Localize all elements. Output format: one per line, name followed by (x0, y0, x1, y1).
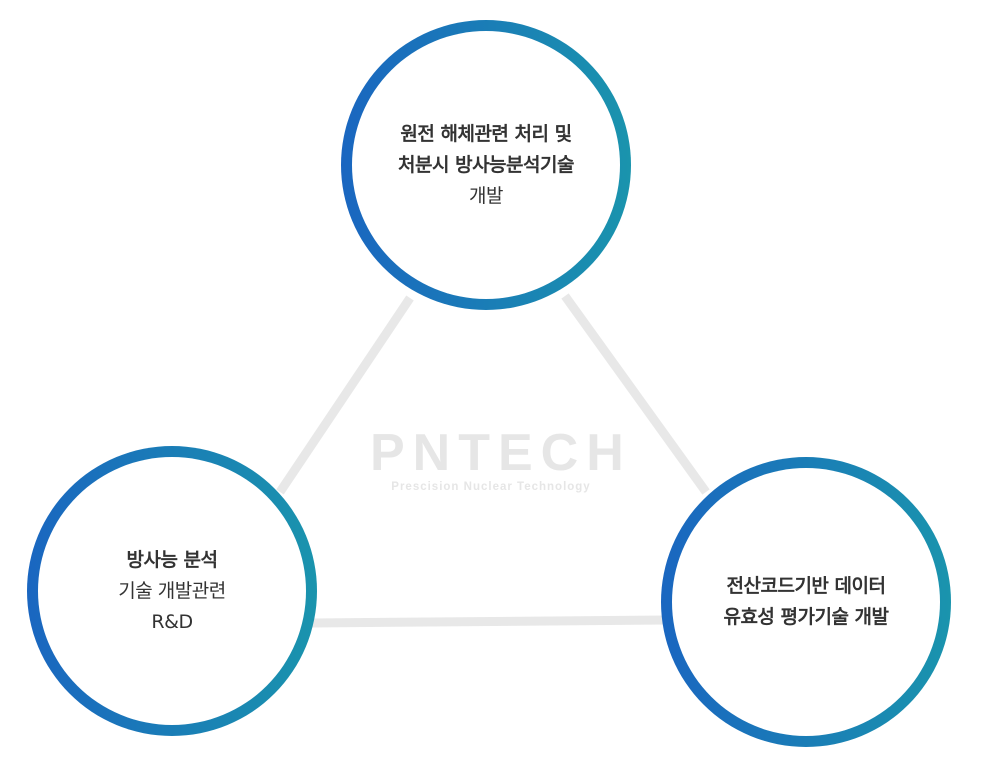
connector-top-left (276, 295, 414, 495)
connector-left-right (311, 615, 669, 628)
node-code-data-validation: 전산코드기반 데이터 유효성 평가기술 개발 (661, 457, 951, 747)
node-text-line: 기술 개발관련 (118, 579, 226, 602)
node-text-line: 개발 (469, 184, 503, 207)
node-text-line: 방사능 분석 (126, 548, 218, 571)
node-text-line: 유효성 평가기술 개발 (723, 606, 889, 628)
node-decommissioning: 원전 해체관련 처리 및 처분시 방사능분석기술 개발 (341, 20, 631, 310)
connector-top-right (561, 293, 710, 495)
node-text-line: 전산코드기반 데이터 (726, 575, 886, 597)
pntech-logo: PNTECH Prescision Nuclear Technology (370, 424, 632, 493)
node-radioactivity-rnd: 방사능 분석 기술 개발관련 R&D (27, 446, 317, 736)
node-text-line: 원전 해체관련 처리 및 (400, 122, 572, 145)
node-text-line: 처분시 방사능분석기술 (398, 153, 574, 176)
logo-title: PNTECH (370, 424, 632, 482)
logo-subtitle: Prescision Nuclear Technology (391, 481, 591, 493)
node-text-line: R&D (151, 610, 193, 633)
